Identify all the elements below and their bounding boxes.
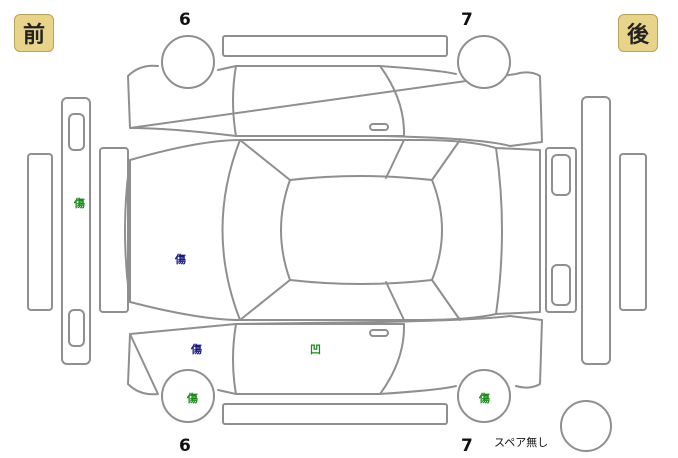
top-view-body bbox=[129, 139, 541, 321]
wheel-bottom-front bbox=[161, 369, 215, 423]
spare-label: スペア無し bbox=[494, 436, 549, 449]
rear-window bbox=[495, 147, 503, 315]
wheel-bottom-rear bbox=[457, 369, 511, 423]
rear-badge: 後 bbox=[618, 14, 658, 52]
hood bbox=[124, 159, 131, 303]
rear-bumper bbox=[581, 96, 611, 365]
windshield bbox=[221, 139, 241, 321]
damage-mark-front-wheel: 傷 bbox=[187, 392, 198, 405]
wheel-number-top-left: 6 bbox=[179, 10, 191, 30]
roof bbox=[280, 175, 443, 285]
top-side-strip bbox=[222, 35, 448, 57]
damage-mark-door: 凹 bbox=[310, 343, 321, 356]
bottom-side-strip bbox=[222, 403, 448, 425]
damage-mark-front-fender: 傷 bbox=[191, 343, 202, 356]
front-bumper bbox=[61, 97, 91, 365]
a-pillar-bottom bbox=[239, 279, 291, 321]
rear-quarter-bottom bbox=[385, 281, 405, 321]
damage-mark-hood: 傷 bbox=[175, 253, 186, 266]
lower-door-line-a bbox=[232, 323, 237, 395]
c-pillar-bottom bbox=[431, 279, 461, 321]
front-outer-bar bbox=[27, 153, 53, 311]
rear-light-top bbox=[551, 154, 571, 196]
wheel-number-bottom-left: 6 bbox=[179, 436, 191, 456]
front-badge: 前 bbox=[14, 14, 54, 52]
wheel-number-bottom-right: 7 bbox=[461, 436, 473, 456]
lower-door-line-b bbox=[379, 323, 406, 395]
front-headlight-bottom bbox=[68, 309, 85, 347]
rear-outer-bar bbox=[619, 153, 647, 311]
lower-door-handle bbox=[369, 329, 389, 337]
front-grille bbox=[99, 147, 129, 313]
upper-door-line-a bbox=[232, 65, 237, 137]
wheel-top-front bbox=[161, 35, 215, 89]
wheel-number-top-right: 7 bbox=[461, 10, 473, 30]
c-pillar-top bbox=[431, 139, 461, 181]
a-pillar-top bbox=[239, 139, 291, 181]
upper-door-line-b bbox=[379, 65, 406, 137]
spare-tire bbox=[560, 400, 612, 452]
wheel-top-rear bbox=[457, 35, 511, 89]
damage-mark-rear-wheel: 傷 bbox=[479, 392, 490, 405]
upper-door-handle bbox=[369, 123, 389, 131]
rear-quarter-top bbox=[385, 139, 405, 179]
damage-mark-front-bumper: 傷 bbox=[74, 197, 85, 210]
rear-light-bottom bbox=[551, 264, 571, 306]
front-headlight-top bbox=[68, 113, 85, 151]
